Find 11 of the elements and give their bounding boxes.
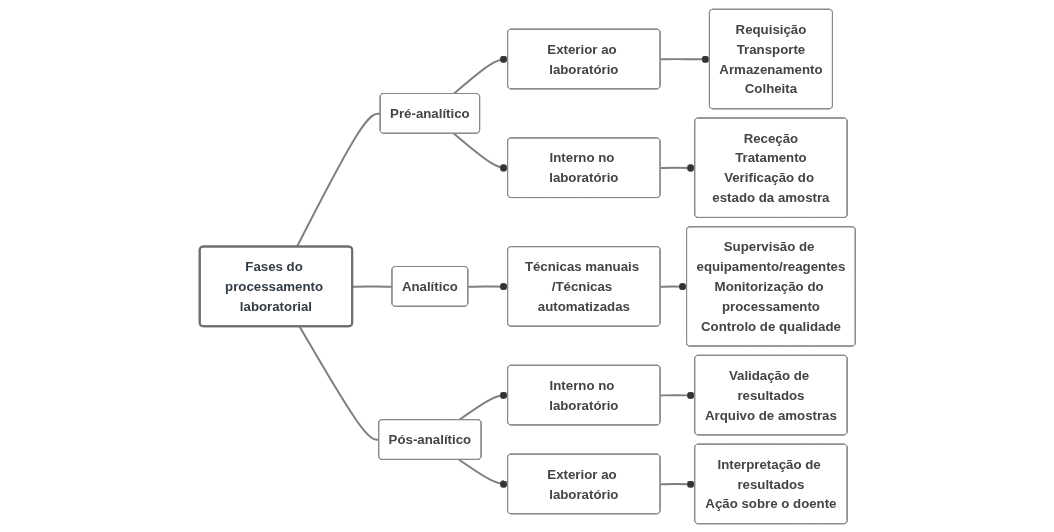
connector xyxy=(452,132,509,172)
connector xyxy=(466,282,509,291)
connector xyxy=(298,325,380,441)
connector xyxy=(658,479,696,488)
connector xyxy=(658,390,696,399)
connector xyxy=(295,112,381,248)
connector xyxy=(658,163,696,172)
connector xyxy=(457,390,509,421)
connector xyxy=(351,285,393,288)
connector xyxy=(658,282,688,291)
connector xyxy=(457,458,509,488)
